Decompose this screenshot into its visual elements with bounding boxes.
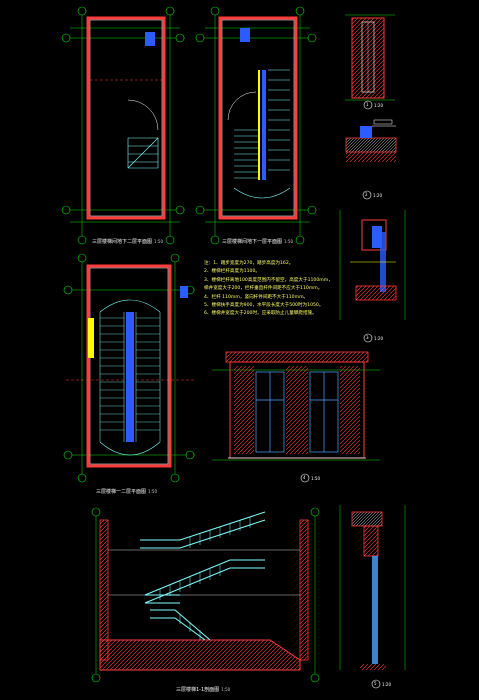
plan-a-basement-2 xyxy=(61,6,185,245)
detail-1-bubble xyxy=(363,100,373,110)
detail-1-wall-elevation xyxy=(345,14,395,110)
note-line: 5、楼梯扶手高度为900，水平段长度大于500时为1050。 xyxy=(204,303,324,309)
plan-a-shaft xyxy=(145,32,155,46)
detail-4-scale: 1:50 xyxy=(311,476,320,481)
plan-a-stair-run xyxy=(127,137,159,169)
section-1-1 xyxy=(91,507,320,683)
plan-b-basement-1 xyxy=(195,6,317,245)
detail-2-tread-section xyxy=(345,119,397,200)
note-line: 2、楼梯栏杆高度为1100。 xyxy=(204,269,260,275)
plan-a-grid-bubbles xyxy=(61,6,185,245)
detail-3-label: 3 xyxy=(366,335,369,340)
section-stair-flights xyxy=(140,511,266,641)
detail-1-label: 1 xyxy=(366,102,369,107)
note-line: 注：1、踏步宽度为270，踏步高度为162。 xyxy=(204,261,294,266)
plan-a-grid-lines xyxy=(66,10,185,240)
detail-2-label: 2 xyxy=(365,192,368,197)
plan-c-door-mark xyxy=(88,318,94,358)
note-line: 4、栏杆 110mm，竖向杆件间距不大于110mm。 xyxy=(204,294,309,300)
plan-b-treads xyxy=(234,69,290,179)
detail-3-handrail-section xyxy=(339,210,406,343)
plan-c-floors-1-2 xyxy=(63,253,195,483)
plan-a-walls xyxy=(86,16,166,220)
detail-4-facade-elevation xyxy=(212,351,380,483)
note-line: 6、楼梯井宽度大于200时，应采取防止儿童攀爬措施。 xyxy=(204,311,317,317)
detail-3-scale: 1:20 xyxy=(374,336,383,341)
plan-c-stairwell xyxy=(126,312,134,442)
detail-5-scale: 1:20 xyxy=(382,682,391,687)
plan-b-handrail xyxy=(262,70,266,180)
detail-2-scale: 1:20 xyxy=(373,193,382,198)
detail-1-scale: 1:20 xyxy=(374,103,383,108)
note-line: 3、楼梯栏杆离地100高度范围内不留空，高度大于1100mm， xyxy=(204,277,333,283)
general-notes: 注：1、踏步宽度为270，踏步高度为162。 2、楼梯栏杆高度为1100。 3、… xyxy=(204,260,354,319)
note-line: 梯井宽度大于200，栏杆垂直杆件间距不应大于110mm。 xyxy=(204,286,323,292)
detail-5-wall-section xyxy=(339,505,406,689)
detail-5-label: 5 xyxy=(374,681,377,686)
detail-4-label: 4 xyxy=(303,475,306,480)
